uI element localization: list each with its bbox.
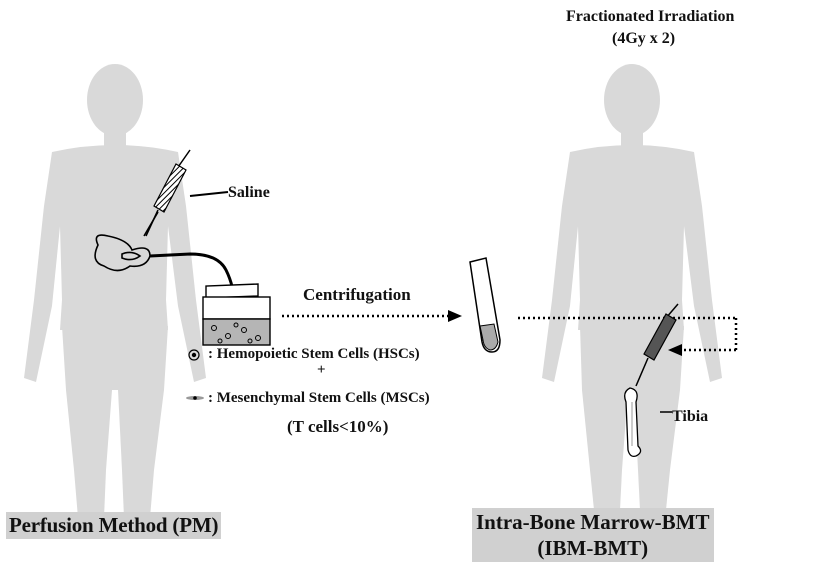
- msc-legend-icon: [186, 396, 204, 400]
- msc-legend-label: : Mesenchymal Stem Cells (MSCs): [208, 390, 430, 407]
- tibia-label: Tibia: [672, 408, 708, 426]
- saline-label: Saline: [228, 184, 270, 202]
- hsc-legend-label: : Hemopoietic Stem Cells (HSCs): [208, 346, 420, 363]
- tcell-note: (T cells<10%): [287, 417, 388, 437]
- collection-container: [203, 284, 270, 345]
- centrifugation-arrow: [282, 310, 462, 322]
- left-human-silhouette: [24, 64, 206, 518]
- ibm-bmt-title: Intra-Bone Marrow-BMT (IBM-BMT): [472, 508, 714, 562]
- perfusion-method-title: Perfusion Method (PM): [6, 512, 221, 539]
- ibm-bmt-title-line1: Intra-Bone Marrow-BMT: [476, 509, 710, 535]
- legend-plus: +: [317, 362, 326, 379]
- ibm-bmt-title-line2: (IBM-BMT): [476, 535, 710, 561]
- centrifuge-tube-icon: [470, 258, 500, 352]
- irradiation-title: Fractionated Irradiation: [566, 8, 734, 26]
- irradiation-dose: (4Gy x 2): [612, 30, 675, 48]
- centrifugation-label: Centrifugation: [303, 285, 411, 305]
